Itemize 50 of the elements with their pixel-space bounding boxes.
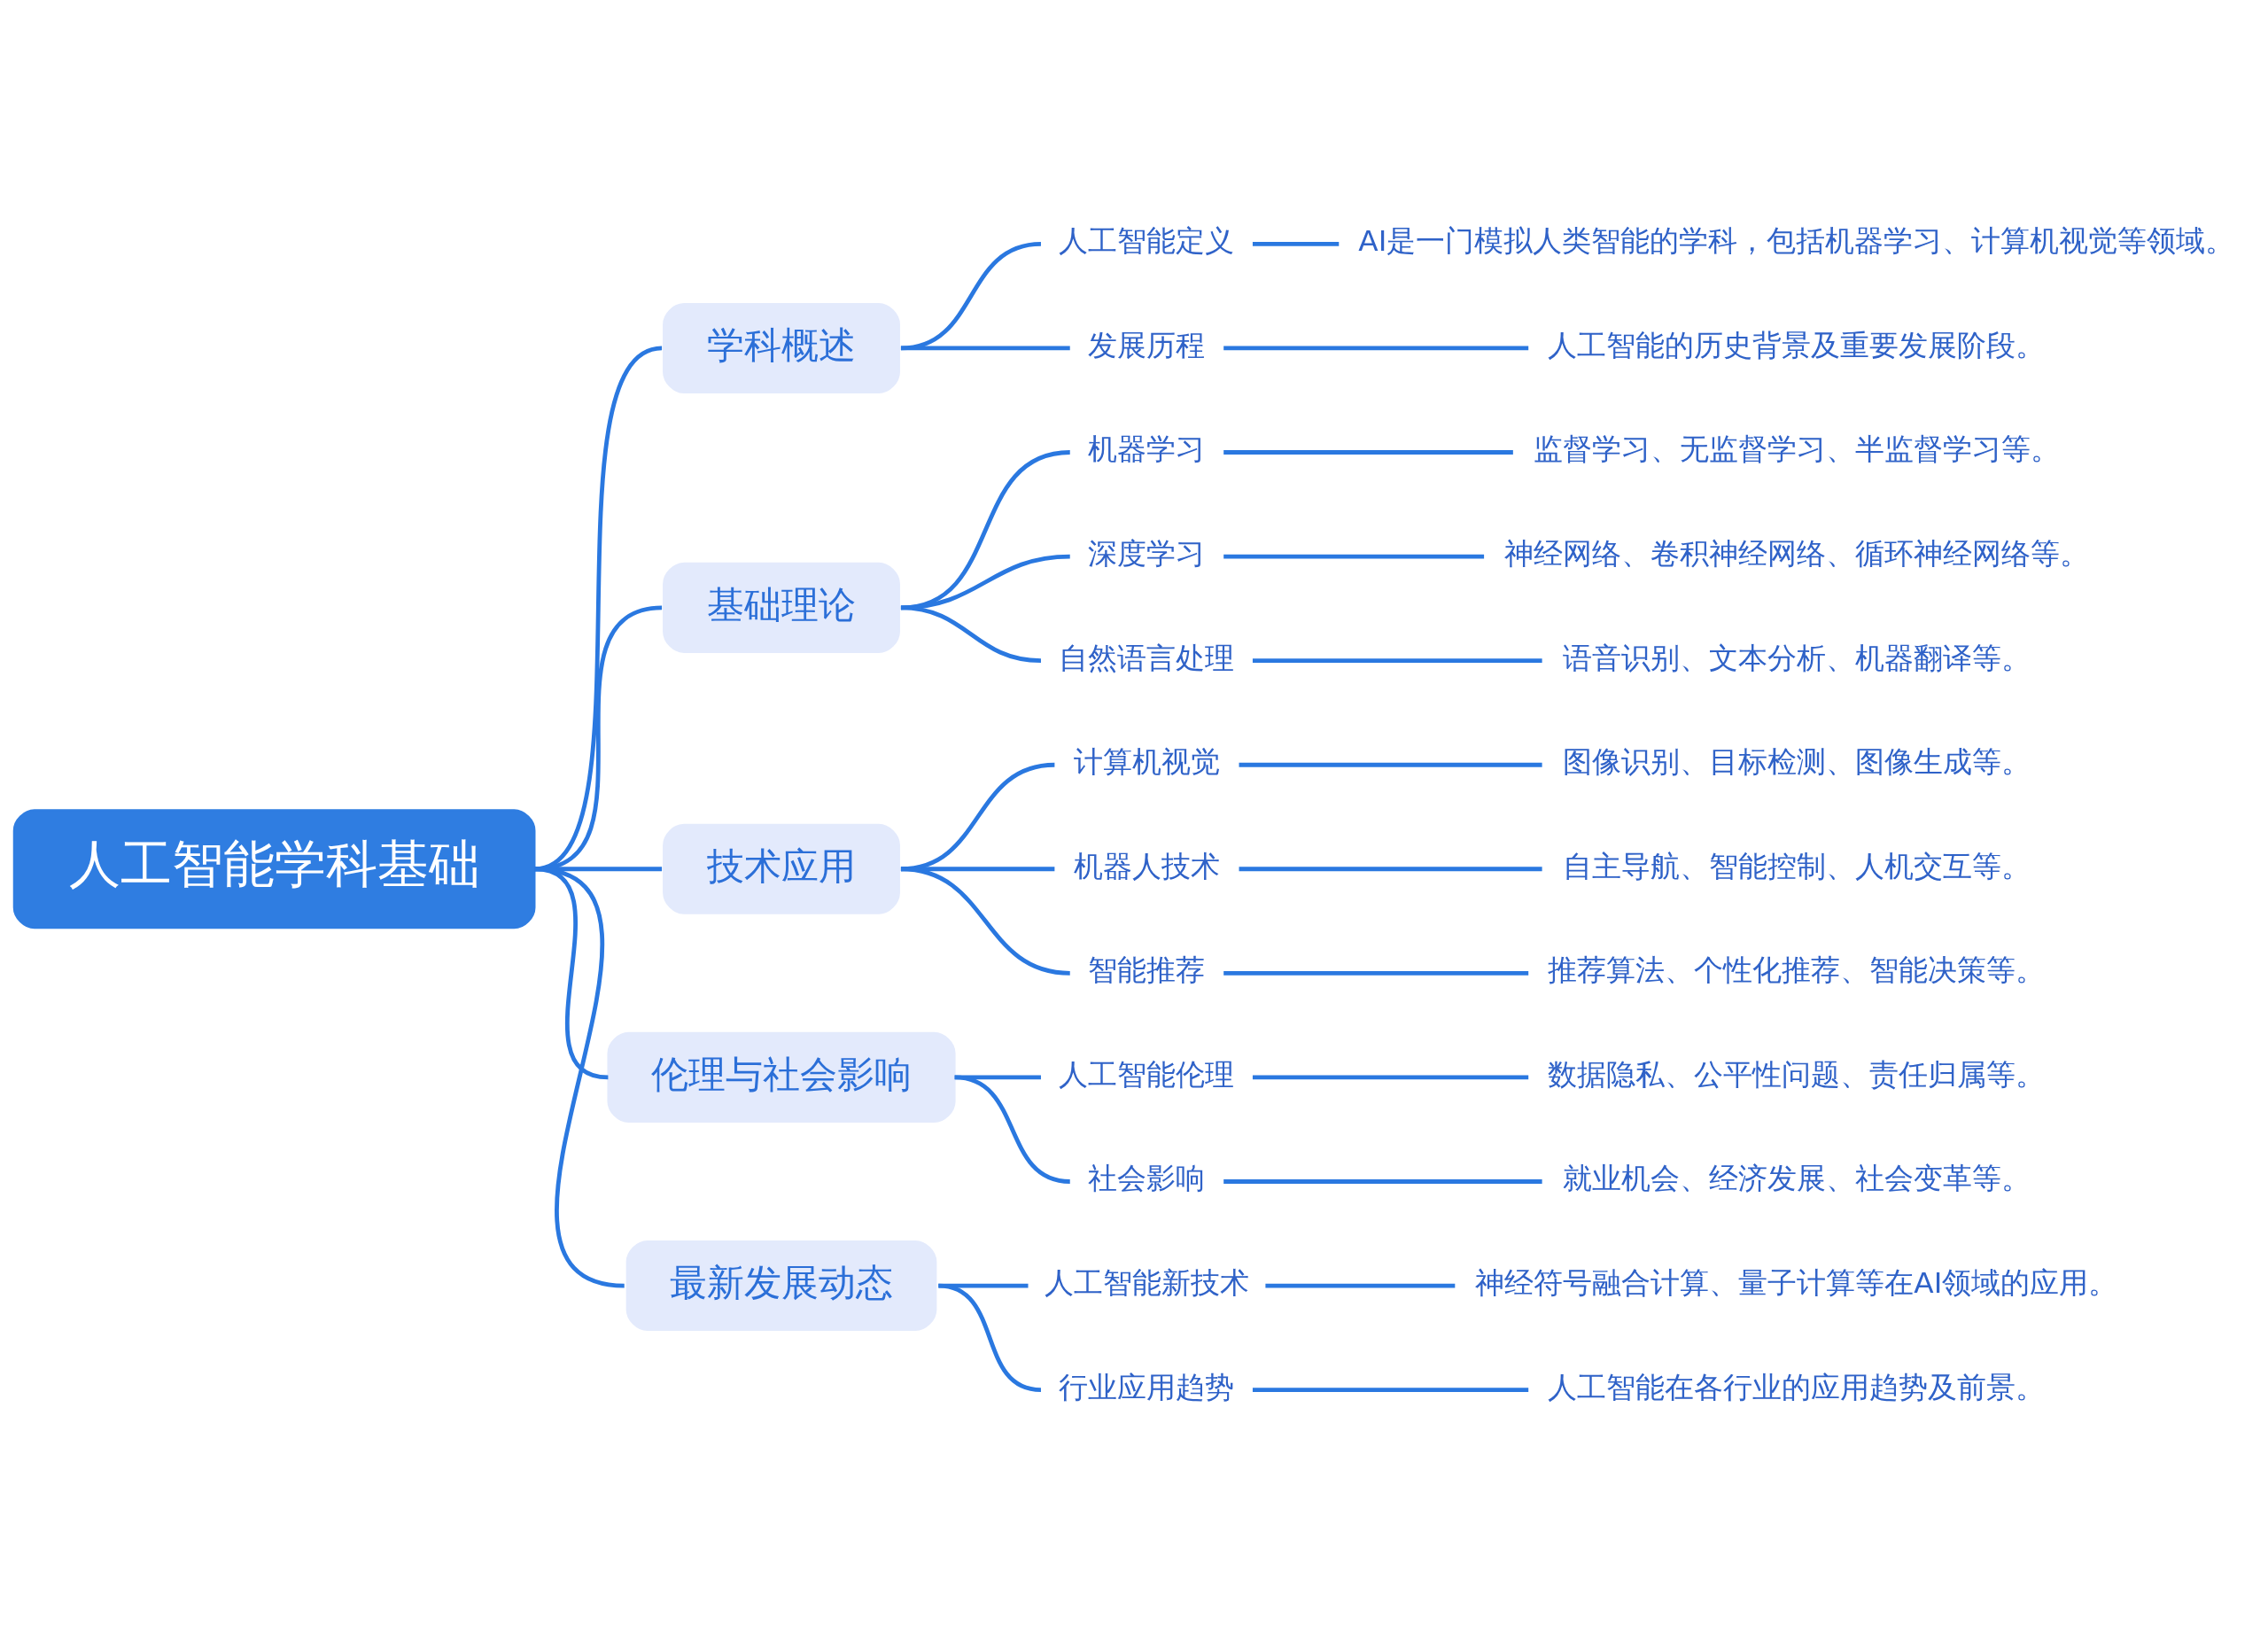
connector <box>1252 657 1542 663</box>
connector <box>954 1075 1071 1184</box>
connector <box>1239 762 1542 767</box>
connector <box>1223 346 1529 350</box>
connector <box>1239 866 1542 871</box>
node-text: 机器人技术 <box>1073 849 1220 883</box>
connector <box>1223 449 1513 455</box>
node-text: 推荐算法、个性化推荐、智能决策等。 <box>1548 953 2046 987</box>
node-text: 神经符号融合计算、量子计算等在AI领域的应用。 <box>1475 1265 2118 1300</box>
node-box: 最新发展动态 <box>625 1240 937 1331</box>
node-text: 监督学习、无监督学习、半监督学习等。 <box>1533 432 2060 466</box>
node-text: 数据隐私、公平性问题、责任归属等。 <box>1548 1057 2046 1092</box>
connector <box>1252 1075 1529 1079</box>
connector <box>1252 1387 1529 1392</box>
connector <box>900 554 1070 610</box>
connector <box>1265 1283 1456 1287</box>
node-text: 人工智能伦理 <box>1059 1057 1235 1092</box>
connector <box>1223 554 1485 558</box>
node-text: 计算机视觉 <box>1073 744 1220 779</box>
node-text: 深度学习 <box>1088 536 1206 571</box>
connector <box>900 605 1042 663</box>
node-box: 伦理与社会影响 <box>607 1031 956 1123</box>
node-text: 人工智能在各行业的应用趋势及前景。 <box>1548 1370 2046 1404</box>
connector <box>900 346 1070 350</box>
node-text: 人工智能新技术 <box>1044 1265 1249 1300</box>
node-box: 技术应用 <box>663 823 900 914</box>
node-text: 发展历程 <box>1088 328 1206 362</box>
node-text: 语音识别、文本分析、机器翻译等。 <box>1562 641 2031 675</box>
node-text: 人工智能定义 <box>1059 223 1235 258</box>
node-text: 神经网络、卷积神经网络、循环神经网络等。 <box>1503 536 2089 571</box>
node-text: 机器学习 <box>1088 432 1206 466</box>
node-text: 智能推荐 <box>1088 953 1206 987</box>
node-text: 人工智能的历史背景及重要发展阶段。 <box>1548 328 2046 362</box>
connector <box>1223 1178 1542 1184</box>
node-text: 自主导航、智能控制、人机交互等。 <box>1562 849 2031 883</box>
connector <box>1223 970 1529 976</box>
node-text: 行业应用趋势 <box>1059 1370 1235 1404</box>
node-text: 社会影响 <box>1088 1161 1206 1195</box>
node-box: 学科概述 <box>663 302 900 393</box>
node-text: AI是一门模拟人类智能的学科，包括机器学习、计算机视觉等领域。 <box>1358 223 2235 258</box>
node-text: 图像识别、目标检测、图像生成等。 <box>1562 744 2031 779</box>
connector <box>900 866 1070 976</box>
connector <box>938 1283 1042 1392</box>
connector <box>900 449 1071 610</box>
node-box: 基础理论 <box>663 562 900 653</box>
node-text: 就业机会、经济发展、社会变革等。 <box>1562 1161 2031 1195</box>
node-text: 自然语言处理 <box>1059 641 1235 675</box>
connector <box>534 866 625 1287</box>
node-box: 人工智能学科基础 <box>12 808 536 929</box>
connector <box>1252 241 1340 246</box>
